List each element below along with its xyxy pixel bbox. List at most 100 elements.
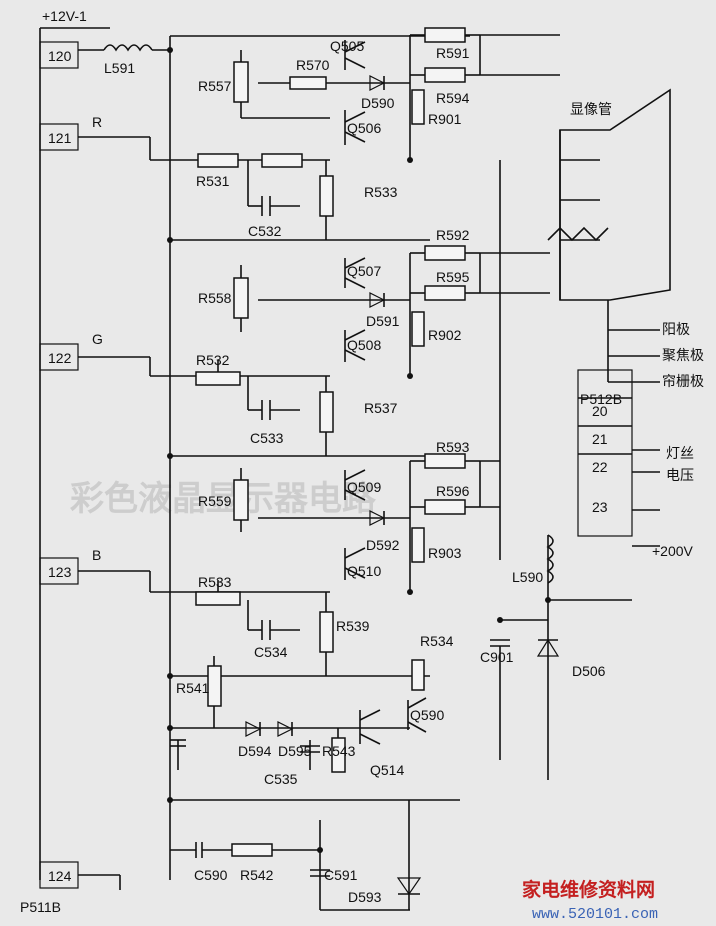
d591-label: D591 — [366, 313, 400, 329]
c533-label: C533 — [250, 430, 284, 446]
d593-label: D593 — [348, 889, 382, 905]
pin-122-label: 122 — [48, 350, 72, 366]
filament-label-line2: 电压 — [666, 468, 694, 484]
r596-label: R596 — [436, 483, 470, 499]
r902-label: R902 — [428, 327, 462, 343]
r543-label: R543 — [322, 743, 356, 759]
d595-label: D595 — [278, 743, 312, 759]
connector-p512b-box — [577, 369, 633, 537]
pin-121-label: 121 — [48, 130, 72, 146]
d592-label: D592 — [366, 537, 400, 553]
resistor-r903 — [411, 527, 425, 563]
diode-d594 — [245, 721, 262, 737]
r534-label: R534 — [420, 633, 454, 649]
q590-label: Q590 — [410, 707, 444, 723]
crt-tube-outline — [559, 88, 671, 301]
q506-label: Q506 — [347, 120, 381, 136]
r539-label: R539 — [336, 618, 370, 634]
q509-label: Q509 — [347, 479, 381, 495]
r570-label: R570 — [296, 57, 330, 73]
connector-p511b — [39, 27, 110, 889]
q514-label: Q514 — [370, 762, 404, 778]
r541-label: R541 — [176, 680, 210, 696]
resistor-r596 — [424, 499, 466, 515]
resistor-r591 — [424, 27, 466, 43]
p512b-pin-21: 21 — [592, 431, 608, 447]
signal-r-label: R — [92, 114, 102, 130]
pin-box-120 — [39, 41, 79, 69]
d506-label: D506 — [572, 663, 606, 679]
c591-label: C591 — [324, 867, 358, 883]
resistor-r542 — [231, 843, 273, 857]
q508-label: Q508 — [347, 337, 381, 353]
resistor-r594 — [424, 67, 466, 83]
d590-label: D590 — [361, 95, 395, 111]
r593-label: R593 — [436, 439, 470, 455]
bias-section — [170, 656, 460, 911]
r533-label: R533 — [364, 184, 398, 200]
crt-section — [480, 34, 671, 780]
r559-label: R559 — [198, 493, 232, 509]
p512b-pin-20: 20 — [592, 403, 608, 419]
crt-title: 显像管 — [570, 102, 612, 118]
supply-rail-label: +12V-1 — [42, 8, 87, 24]
resistor-r541 — [207, 665, 222, 707]
l590-label: L590 — [512, 569, 543, 585]
r595-label: R595 — [436, 269, 470, 285]
c534-label: C534 — [254, 644, 288, 660]
resistor-r559 — [233, 479, 249, 521]
resistor-r592 — [424, 245, 466, 261]
connector-p512b-label: P512B — [580, 391, 622, 407]
signal-g-label: G — [92, 331, 103, 347]
resistor-r901 — [411, 89, 425, 125]
q510-label: Q510 — [347, 563, 381, 579]
resistor-r558 — [233, 277, 249, 319]
resistor-r531 — [197, 153, 239, 168]
d594-label: D594 — [238, 743, 272, 759]
resistor-r539 — [319, 611, 334, 653]
resistor-r532 — [195, 371, 241, 386]
junction-dots — [167, 47, 551, 853]
inductor-l591 — [103, 44, 153, 52]
resistor-r570 — [289, 76, 327, 90]
r532-label: R532 — [196, 352, 230, 368]
c901-label: C901 — [480, 649, 514, 665]
c535-label: C535 — [264, 771, 298, 787]
hv-supply-label: +200V — [652, 543, 694, 559]
p512b-pin-23: 23 — [592, 499, 608, 515]
pin-123-label: 123 — [48, 564, 72, 580]
r901-label: R901 — [428, 111, 462, 127]
r903-label: R903 — [428, 545, 462, 561]
r537-label: R537 — [364, 400, 398, 416]
watermark-title: 家电维修资料网 — [522, 878, 655, 901]
resistor-r902 — [411, 311, 425, 347]
resistor-r531b — [261, 153, 303, 168]
filament-label-line1: 灯丝 — [666, 446, 694, 462]
green-channel — [170, 245, 481, 457]
q507-label: Q507 — [347, 263, 381, 279]
r533b-label: R533 — [198, 574, 232, 590]
diode-d595 — [277, 721, 294, 737]
crt-grid-label: 帘栅极 — [662, 374, 704, 390]
c590-label: C590 — [194, 867, 228, 883]
resistor-r557 — [233, 61, 249, 103]
blue-channel — [170, 453, 481, 691]
inductor-l590 — [546, 534, 554, 584]
p512b-pin-22: 22 — [592, 459, 608, 475]
resistor-r593 — [424, 453, 466, 469]
connector-p511b-label: P511B — [20, 899, 61, 915]
crt-anode-label: 阳极 — [662, 322, 690, 338]
background-heading: 彩色液晶显示器电路 — [70, 479, 377, 519]
r542-label: R542 — [240, 867, 274, 883]
r557-label: R557 — [198, 78, 232, 94]
r558-label: R558 — [198, 290, 232, 306]
c532-label: C532 — [248, 223, 282, 239]
crt-focus-label: 聚焦极 — [662, 348, 704, 364]
signal-b-label: B — [92, 547, 101, 563]
resistor-r534 — [411, 659, 425, 691]
pin-120-label: 120 — [48, 48, 72, 64]
r592-label: R592 — [436, 227, 470, 243]
r591-label: R591 — [436, 45, 470, 61]
red-channel — [170, 27, 481, 241]
